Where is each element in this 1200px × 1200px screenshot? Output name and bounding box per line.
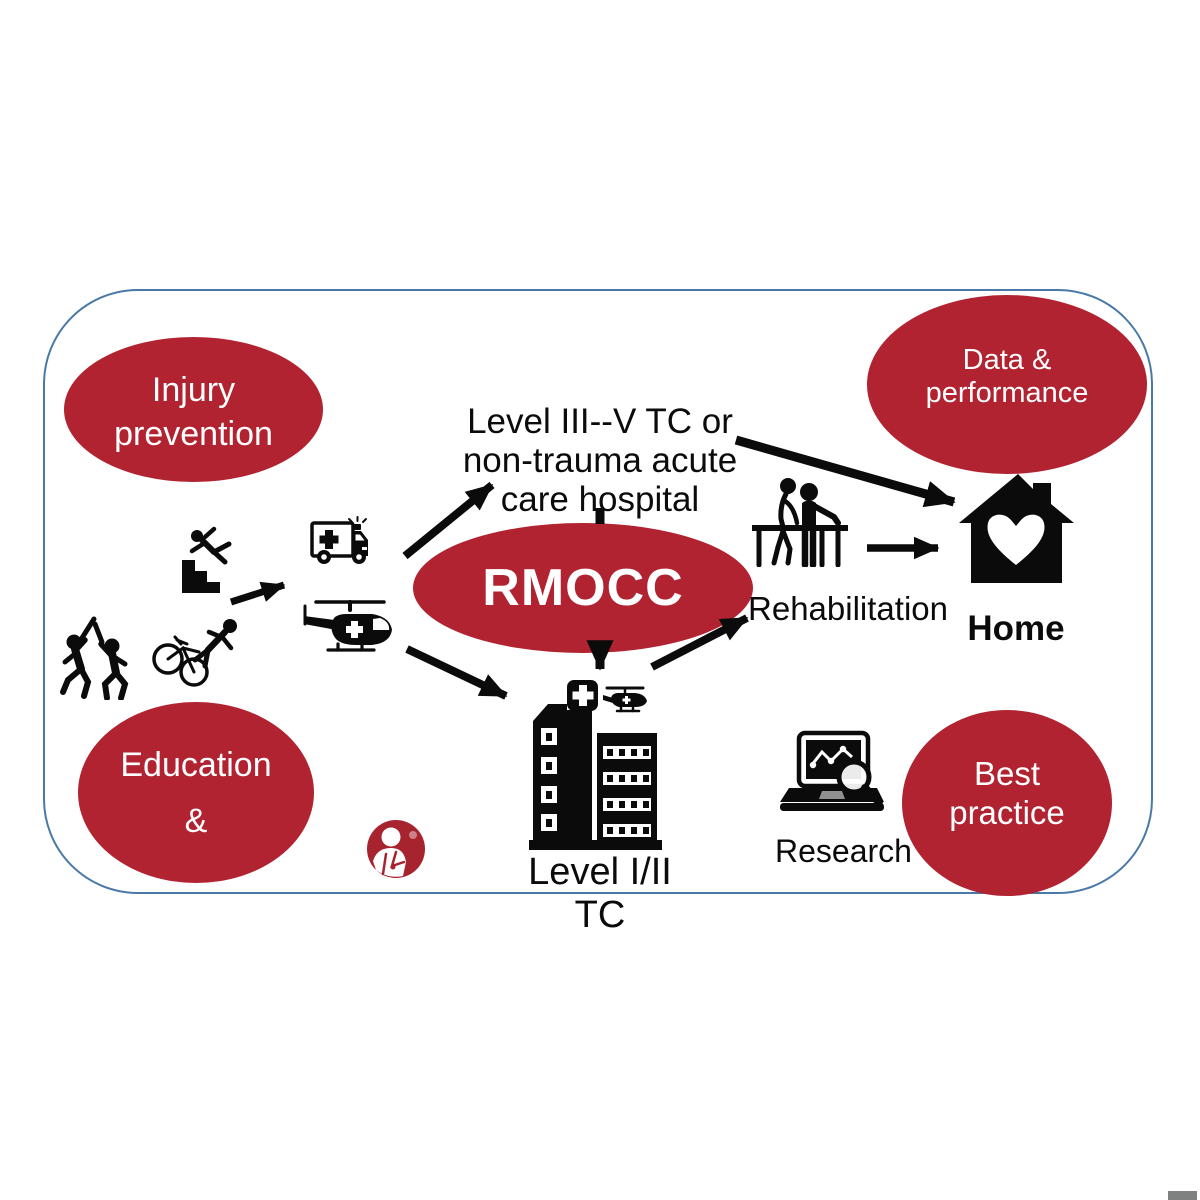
acute-hospital-line3: care hospital — [500, 480, 700, 519]
acute-hospital-line2: non-trauma acute — [462, 441, 738, 480]
rmocc-label: RMOCC — [482, 559, 684, 617]
research-label: Research — [775, 833, 912, 869]
hospital-building-icon — [529, 680, 662, 850]
oval-education-line2: & — [184, 801, 208, 840]
acute-hospital-line1: Level III--V TC or — [467, 402, 733, 441]
helicopter-icon — [303, 600, 392, 652]
oval-injury-prevention: Injury prevention — [64, 337, 323, 482]
oval-data-line1: Data & — [962, 343, 1052, 376]
rehabilitation-label: Rehabilitation — [748, 590, 948, 627]
home-label: Home — [967, 609, 1065, 648]
oval-data-line2: performance — [925, 376, 1089, 409]
magnifier-icon — [836, 759, 883, 806]
heart-icon — [987, 514, 1045, 565]
oval-education-line1: Education — [120, 745, 272, 784]
oval-injury-line2: prevention — [114, 414, 273, 453]
trauma-center-label: Level I/II TC — [528, 851, 672, 936]
acute-hospital-label: Level III--V TC or non-trauma acute care… — [430, 402, 770, 519]
ambulance-icon — [310, 516, 368, 564]
home-heart-icon — [959, 474, 1074, 583]
corner-gray-mark — [1168, 1191, 1197, 1200]
oval-injury-line1: Injury — [151, 370, 236, 409]
falling-down-stairs-icon — [182, 526, 232, 593]
oval-data-performance: Data & performance — [867, 295, 1147, 474]
rehabilitation-therapy-icon — [752, 478, 848, 567]
oval-best-line2: practice — [949, 794, 1065, 831]
research-laptop-icon — [780, 730, 884, 811]
round-medical-logo-icon — [367, 820, 425, 878]
rooftop-helicopter-icon — [603, 686, 647, 713]
oval-rmocc: RMOCC — [413, 523, 753, 653]
diagram-border-frame — [43, 289, 1153, 894]
oval-best-practice: Best practice — [902, 710, 1112, 896]
fight-icon — [60, 616, 129, 700]
oval-education: Education & — [78, 702, 314, 883]
oval-best-line1: Best — [973, 755, 1041, 792]
falling-cyclist-icon — [152, 619, 237, 687]
